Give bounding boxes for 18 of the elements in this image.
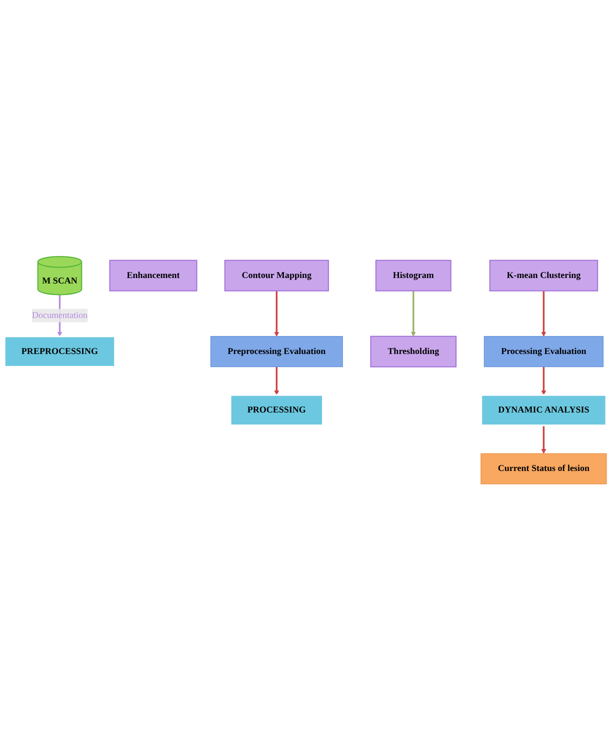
node-box: Contour Mapping bbox=[224, 260, 329, 292]
node-box: Enhancement bbox=[109, 260, 198, 292]
arrow bbox=[541, 290, 546, 336]
node-box: Histogram bbox=[375, 260, 452, 292]
node-box: Processing Evaluation bbox=[484, 336, 604, 367]
arrow bbox=[410, 290, 416, 336]
node-box: Current Status of lesion bbox=[480, 453, 607, 484]
node-box: DYNAMIC ANALYSIS bbox=[480, 394, 607, 426]
node-box: PREPROCESSING bbox=[4, 335, 116, 368]
arrow bbox=[274, 290, 280, 336]
node-box: Thresholding bbox=[370, 336, 457, 368]
arrow bbox=[541, 425, 546, 454]
node-box: PROCESSING bbox=[230, 394, 324, 426]
edge-label: Documentation bbox=[32, 310, 88, 320]
arrow bbox=[274, 366, 280, 395]
node-box: K-mean Clustering bbox=[489, 260, 598, 292]
node-box: Preprocessing Evaluation bbox=[210, 336, 343, 367]
arrow bbox=[541, 366, 546, 395]
